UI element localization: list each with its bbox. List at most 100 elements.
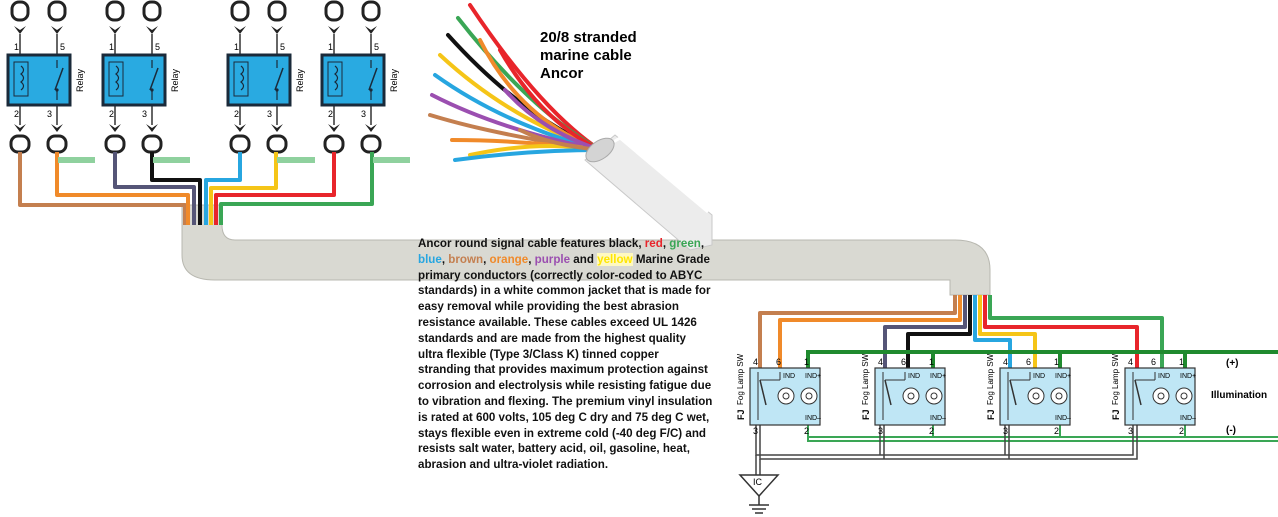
illumination-label: Illumination — [1211, 390, 1267, 401]
caption-line-1: 20/8 stranded — [540, 29, 637, 46]
switch-ind-minus-label: IND– — [1055, 415, 1071, 422]
relay-box — [6, 53, 72, 107]
ground-bus — [755, 425, 1138, 475]
relay-label: Relay — [75, 68, 85, 92]
relay-label: Relay — [295, 68, 305, 92]
relay-terminal — [47, 0, 67, 22]
relay-pin-label: 1 — [234, 42, 239, 52]
cable-caption: 20/8 stranded marine cable Ancor — [540, 29, 637, 83]
relay-pin-label: 5 — [155, 42, 160, 52]
relay-terminal — [141, 134, 163, 154]
relay-pin-label: 2 — [14, 109, 19, 119]
switch-pin-label: 2 — [1054, 426, 1059, 436]
relay-connector — [14, 26, 26, 34]
cable-jacket-band — [181, 204, 991, 296]
relay-pin-label: 2 — [328, 109, 333, 119]
switch-name-label: Fog Lamp SW — [1111, 353, 1120, 405]
switch-ind-label: IND — [1158, 373, 1170, 380]
relay-connector — [365, 26, 377, 34]
indicator-lamp-icon — [777, 387, 795, 405]
switch-pin-label: 1 — [1179, 357, 1184, 367]
plus-label: (+) — [1226, 358, 1239, 369]
switch-ind-plus-label: IND+ — [1055, 373, 1071, 380]
relay-pin-label: 1 — [109, 42, 114, 52]
switch-pin-label: 6 — [901, 357, 906, 367]
switch-name-label: Fog Lamp SW — [736, 353, 745, 405]
caption-line-2: marine cable — [540, 47, 632, 64]
relay-connector — [146, 26, 158, 34]
switch-pin-label: 6 — [1151, 357, 1156, 367]
relay-terminal — [105, 0, 125, 22]
relay-terminal — [142, 0, 162, 22]
color-word-orange: orange — [489, 252, 529, 266]
indicator-lamp-icon — [1027, 387, 1045, 405]
cable-description: Ancor round signal cable features black,… — [418, 237, 713, 472]
relay-terminal — [360, 134, 382, 154]
relay-connector — [271, 124, 283, 132]
switch-pin-label: 4 — [753, 357, 758, 367]
relay-pin-label: 2 — [234, 109, 239, 119]
color-word-purple: purple — [534, 252, 571, 266]
relay-pin-label: 3 — [361, 109, 366, 119]
relay-terminal — [266, 134, 288, 154]
relay-pin-label: 5 — [280, 42, 285, 52]
switch-pin-label: 1 — [1054, 357, 1059, 367]
switch-ind-minus-label: IND– — [930, 415, 946, 422]
switch-pin-label: 4 — [878, 357, 883, 367]
relay-pin-label: 3 — [142, 109, 147, 119]
relay-terminal — [10, 0, 30, 22]
switch-pin-label: 4 — [1003, 357, 1008, 367]
relay-connector — [14, 124, 26, 132]
relay-wires — [18, 152, 410, 225]
relay-connector — [328, 124, 340, 132]
relay-pin-label: 2 — [109, 109, 114, 119]
cable-photo — [428, 3, 713, 251]
switch-pin-label: 2 — [1179, 426, 1184, 436]
ic-ground-symbol: IC — [738, 474, 780, 514]
relay-terminal — [267, 0, 287, 22]
relay-terminal — [324, 0, 344, 22]
switch-ind-label: IND — [783, 373, 795, 380]
switch-pin-label: 6 — [776, 357, 781, 367]
switch-pin-label: 4 — [1128, 357, 1133, 367]
relay-terminal — [230, 0, 250, 22]
color-word-red: red — [644, 237, 663, 250]
relay-connector — [109, 124, 121, 132]
relay-connector — [234, 124, 246, 132]
switch-pin-label: 2 — [929, 426, 934, 436]
relay-box — [226, 53, 292, 107]
switch-brand-label: FJ — [736, 409, 746, 420]
relay-pin-label: 1 — [14, 42, 19, 52]
relay-label: Relay — [389, 68, 399, 92]
switch-ind-minus-label: IND– — [805, 415, 821, 422]
relay-connector — [51, 124, 63, 132]
relay-terminal — [323, 134, 345, 154]
ic-label: IC — [753, 477, 763, 487]
relay-box — [101, 53, 167, 107]
power-bus — [806, 350, 1278, 442]
switch-pin-label: 1 — [804, 357, 809, 367]
switch-pin-label: 3 — [878, 426, 883, 436]
relay-pin-label: 5 — [60, 42, 65, 52]
switch-ind-label: IND — [1033, 373, 1045, 380]
relay-terminal — [46, 134, 68, 154]
relay-connector — [365, 124, 377, 132]
indicator-lamp-icon — [800, 387, 818, 405]
caption-line-3: Ancor — [540, 65, 584, 82]
switch-ind-label: IND — [908, 373, 920, 380]
description-body: Marine Grade primary conductors (correct… — [418, 252, 713, 472]
relay-pin-label: 1 — [328, 42, 333, 52]
switch-pin-label: 6 — [1026, 357, 1031, 367]
switch-ind-plus-label: IND+ — [805, 373, 821, 380]
relay-connector — [109, 26, 121, 34]
indicator-lamp-icon — [1152, 387, 1170, 405]
relay-connector — [328, 26, 340, 34]
